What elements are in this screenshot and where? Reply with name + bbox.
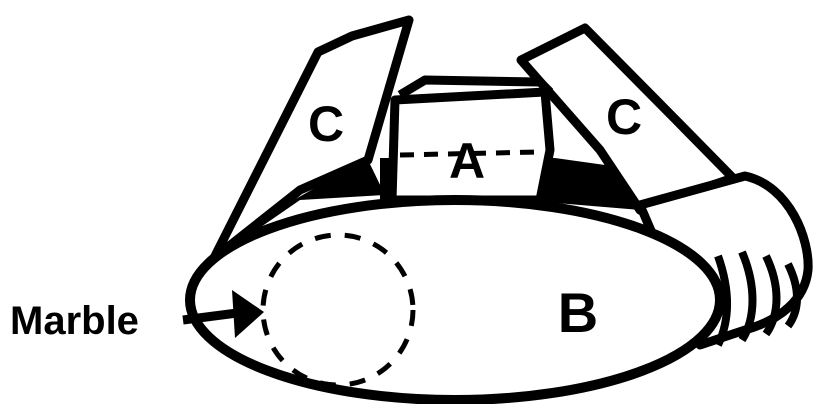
- label-c-right: C: [606, 89, 642, 145]
- label-c-left: C: [308, 96, 344, 152]
- part-a-box: A: [392, 80, 550, 200]
- label-a: A: [449, 133, 485, 189]
- label-marble: Marble: [10, 299, 139, 343]
- part-b-ellipse: B: [190, 200, 720, 400]
- label-b: B: [558, 281, 598, 344]
